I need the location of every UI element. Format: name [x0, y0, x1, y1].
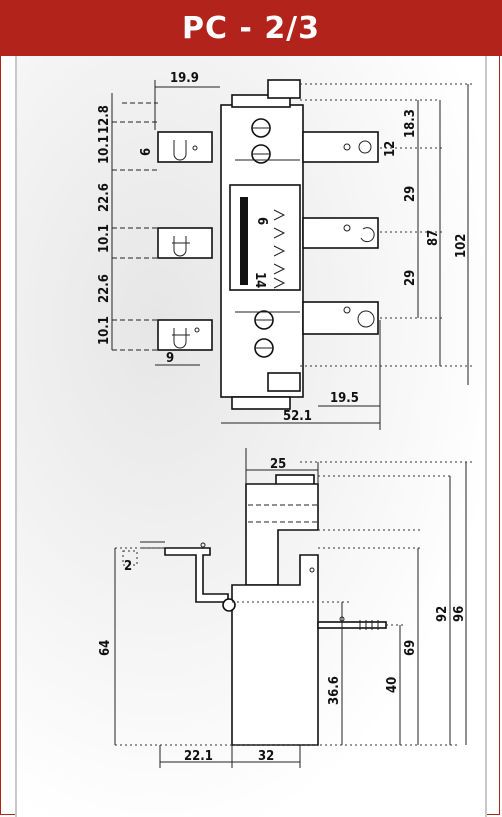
page-title: PC - 2/3 — [181, 10, 321, 46]
dim-10-1-c: 10.1 — [97, 316, 112, 345]
dim-22-1: 22.1 — [184, 749, 213, 764]
label-6: 6 — [254, 217, 269, 225]
dim-12-8: 12.8 — [97, 105, 112, 134]
side-pivot — [222, 598, 236, 612]
dim-32: 32 — [258, 749, 274, 764]
side-view-dimensions — [114, 448, 475, 768]
dim-22-6-a: 22.6 — [97, 183, 112, 212]
dim-2: 2 — [124, 559, 132, 574]
dim-9: 9 — [166, 351, 174, 366]
dim-10-1-b: 10.1 — [97, 224, 112, 253]
dim-6: 6 — [139, 148, 154, 156]
top-view: 6 14 — [97, 71, 475, 430]
dim-19-9: 19.9 — [170, 71, 199, 86]
dim-18-3: 18.3 — [403, 109, 418, 138]
bottom-clamp — [231, 396, 291, 410]
left-lug-3 — [157, 319, 213, 351]
left-lug-1 — [157, 131, 213, 163]
top-tab — [267, 79, 301, 99]
dim-52-1: 52.1 — [283, 409, 312, 424]
contact-marks — [273, 209, 286, 289]
marker-bar — [240, 197, 248, 285]
dim-87: 87 — [426, 230, 441, 246]
dim-22-6-b: 22.6 — [97, 274, 112, 303]
dim-40: 40 — [385, 677, 400, 693]
right-lug-2 — [302, 217, 379, 249]
side-view: 25 2 64 36.6 40 69 92 96 22.1 32 — [98, 448, 475, 768]
side-pin — [317, 621, 387, 629]
left-lug-2 — [157, 227, 213, 259]
dim-29-a: 29 — [403, 186, 418, 202]
dim-92: 92 — [435, 606, 450, 622]
title-bar: PC - 2/3 — [0, 0, 502, 56]
dim-102: 102 — [454, 234, 469, 258]
dim-12: 12 — [383, 141, 398, 157]
dim-69: 69 — [403, 640, 418, 656]
top-view-dimensions — [111, 80, 475, 430]
right-lug-3 — [302, 301, 379, 335]
dim-25: 25 — [270, 457, 286, 472]
dim-19-5: 19.5 — [330, 391, 359, 406]
label-14: 14 — [252, 272, 267, 288]
right-lug-1 — [302, 131, 379, 163]
dim-36-6: 36.6 — [327, 676, 342, 705]
dim-96: 96 — [452, 606, 467, 622]
bottom-tab — [267, 372, 301, 392]
side-lever — [164, 547, 229, 603]
screw-top — [251, 118, 271, 164]
screw-bottom — [254, 310, 274, 358]
dim-29-b: 29 — [403, 270, 418, 286]
dim-10-1-a: 10.1 — [97, 135, 112, 164]
dim-64: 64 — [98, 640, 113, 656]
